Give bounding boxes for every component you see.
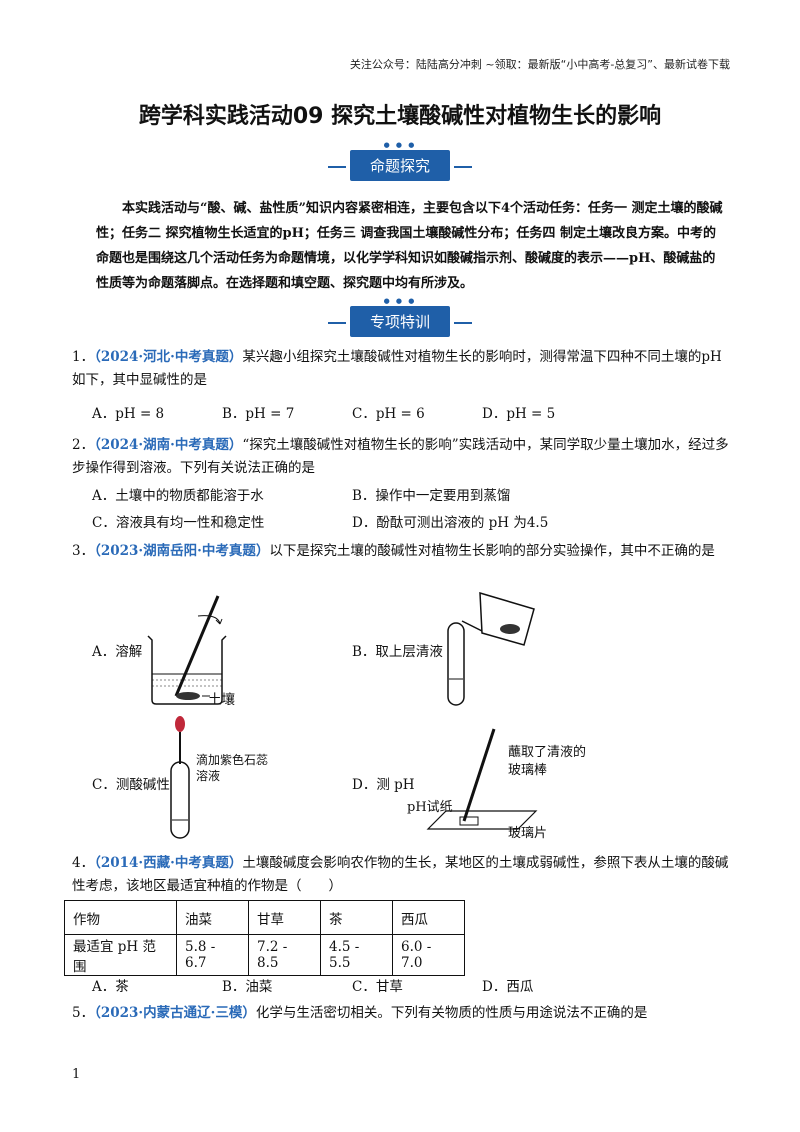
- q1-option-d[interactable]: D．pH = 5: [482, 406, 556, 422]
- q4-text: 土壤酸碱度会影响农作物的生长，某地区的土壤成弱碱性，参照下表从土壤的酸碱性考虑，…: [72, 855, 729, 894]
- q4-option-c[interactable]: C．甘草: [352, 979, 403, 995]
- glass-label: 玻璃片: [508, 826, 548, 841]
- table-cell: 茶: [320, 900, 393, 935]
- badge-explore: ● ● ●命题探究: [327, 141, 473, 181]
- q1-option-b[interactable]: B．pH = 7: [222, 406, 295, 422]
- page-number: 1: [72, 1067, 81, 1082]
- header-note: 关注公众号：陆陆高分冲刺 ~领取：最新版“小中高考-总复习”、最新试卷下载: [349, 58, 730, 71]
- pour-liquid-figure: [447, 591, 535, 706]
- q1-source: （2024·河北·中考真题）: [94, 349, 243, 365]
- rod-label: 蘸取了清液的玻璃棒: [508, 745, 587, 778]
- q4-option-d[interactable]: D．西瓜: [482, 979, 534, 995]
- question-3: 3．（2023·湖南岳阳·中考真题）以下是探究土壤的酸碱性对植物生长影响的部分实…: [72, 540, 732, 563]
- table-cell: 油菜: [176, 900, 249, 935]
- question-5: 5．（2023·内蒙古通辽·三模）化学与生活密切相关。下列有关物质的性质与用途说…: [72, 1002, 732, 1025]
- q4-options: A．茶 B．油菜 C．甘草 D．西瓜: [92, 975, 732, 995]
- q2-option-c[interactable]: C．溶液具有均一性和稳定性: [92, 515, 265, 531]
- q3-option-c[interactable]: C．测酸碱性: [92, 777, 170, 793]
- q2-options-row2: C．溶液具有均一性和稳定性 D．酚酞可测出溶液的 pH 为4.5: [92, 511, 732, 531]
- q1-option-c[interactable]: C．pH = 6: [352, 406, 425, 422]
- beaker-dissolve-figure: [147, 595, 227, 705]
- table-row: 作物 油菜 甘草 茶 西瓜: [64, 900, 465, 935]
- q3-option-b[interactable]: B．取上层清液: [352, 644, 443, 660]
- question-4: 4．（2014·西藏·中考真题）土壤酸碱度会影响农作物的生长，某地区的土壤成弱碱…: [72, 852, 732, 898]
- test-tube-dropper-figure: [170, 716, 190, 839]
- badge-explore-label: 命题探究: [369, 157, 430, 175]
- badge-training-wrap: ● ● ●专项特训: [0, 297, 800, 337]
- badge-training: ● ● ●专项特训: [327, 297, 473, 337]
- q3-option-d[interactable]: D．测 pH: [352, 777, 415, 793]
- table-row: 最适宜 pH 范围 5.8 - 6.7 7.2 - 8.5 4.5 - 5.5 …: [64, 934, 465, 976]
- table-cell: 7.2 - 8.5: [248, 934, 321, 976]
- ph-range-table: 作物 油菜 甘草 茶 西瓜 最适宜 pH 范围 5.8 - 6.7 7.2 - …: [64, 900, 465, 976]
- ph-paper-label: pH试纸: [407, 800, 453, 815]
- q2-text: “探究土壤酸碱性对植物生长的影响”实践活动中，某同学取少量土壤加水，经过多步操作…: [72, 437, 729, 476]
- q3-option-a[interactable]: A．溶解: [92, 644, 143, 660]
- q5-source: （2023·内蒙古通辽·三模）: [94, 1005, 256, 1021]
- q5-number: 5．: [72, 1005, 95, 1021]
- q3-text: 以下是探究土壤的酸碱性对植物生长影响的部分实验操作，其中不正确的是: [269, 543, 715, 559]
- table-cell: 甘草: [248, 900, 321, 935]
- q1-option-a[interactable]: A．pH = 8: [92, 406, 165, 422]
- q2-option-a[interactable]: A．土壤中的物质都能溶于水: [92, 488, 264, 504]
- table-cell: 6.0 - 7.0: [392, 934, 465, 976]
- question-2: 2．（2024·湖南·中考真题）“探究土壤酸碱性对植物生长的影响”实践活动中，某…: [72, 434, 732, 480]
- q1-options: A．pH = 8 B．pH = 7 C．pH = 6 D．pH = 5: [92, 402, 732, 422]
- q2-source: （2024·湖南·中考真题）: [94, 437, 243, 453]
- ph-paper-figure: [426, 728, 538, 830]
- table-cell: 作物: [64, 900, 177, 935]
- q1-number: 1．: [72, 349, 95, 365]
- q5-text: 化学与生活密切相关。下列有关物质的性质与用途说法不正确的是: [255, 1005, 648, 1021]
- q4-number: 4．: [72, 855, 95, 871]
- badge-training-label: 专项特训: [369, 313, 430, 331]
- table-cell: 5.8 - 6.7: [176, 934, 249, 976]
- q4-option-a[interactable]: A．茶: [92, 979, 129, 995]
- soil-label: 土壤: [208, 692, 235, 708]
- q4-option-b[interactable]: B．油菜: [222, 979, 273, 995]
- litmus-label: 滴加紫色石蕊溶液: [196, 753, 269, 783]
- question-1: 1．（2024·河北·中考真题）某兴趣小组探究土壤酸碱性对植物生长的影响时，测得…: [72, 346, 732, 392]
- table-cell: 4.5 - 5.5: [320, 934, 393, 976]
- q2-option-b[interactable]: B．操作中一定要用到蒸馏: [352, 488, 511, 504]
- q3-source: （2023·湖南岳阳·中考真题）: [94, 543, 270, 559]
- q2-number: 2．: [72, 437, 95, 453]
- table-cell: 西瓜: [392, 900, 465, 935]
- badge-explore-wrap: ● ● ●命题探究: [0, 141, 800, 181]
- q1-text: 某兴趣小组探究土壤酸碱性对植物生长的影响时，测得常温下四种不同土壤的pH如下，其…: [72, 349, 722, 388]
- q2-option-d[interactable]: D．酚酞可测出溶液的 pH 为4.5: [352, 515, 549, 531]
- q3-number: 3．: [72, 543, 95, 559]
- intro-paragraph: 本实践活动与“酸、碱、盐性质”知识内容紧密相连，主要包含以下4个活动任务：任务一…: [96, 201, 723, 291]
- q2-options-row1: A．土壤中的物质都能溶于水 B．操作中一定要用到蒸馏: [92, 484, 732, 504]
- table-cell: 最适宜 pH 范围: [64, 934, 177, 976]
- q4-source: （2014·西藏·中考真题）: [94, 855, 243, 871]
- page-title: 跨学科实践活动09 探究土壤酸碱性对植物生长的影响: [138, 104, 662, 129]
